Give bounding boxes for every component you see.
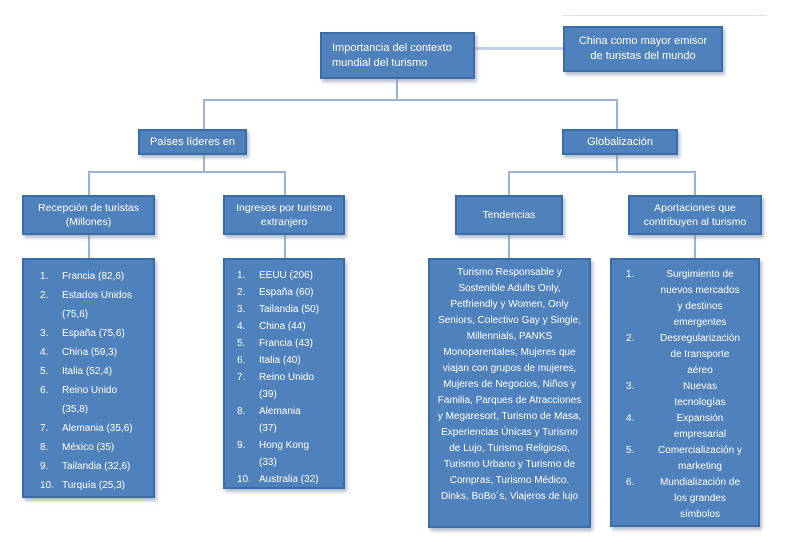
list-item: Mundialización de los grandes símbolos — [659, 477, 741, 520]
text-tendencias-content: Turismo Responsable y Sostenible Adults … — [437, 267, 582, 502]
connector-paises-horizontal — [88, 171, 286, 173]
list-ingresos-body: EEUU (206) España (60) Tailandia (50) Ch… — [237, 267, 339, 488]
connector-recepcion-to-list — [88, 235, 90, 258]
list-item: Comercialización y marketing — [658, 445, 742, 472]
list-ingresos: EEUU (206) España (60) Tailandia (50) Ch… — [223, 258, 345, 489]
list-aportaciones-body: Surgimiento de nuevos mercados y destino… — [626, 267, 752, 523]
connector-to-ingresos — [284, 171, 286, 195]
node-aportaciones-title-label: Aportaciones que contribuyen al turismo — [643, 202, 747, 228]
node-china-note: China como mayor emisor de turistas del … — [563, 26, 723, 72]
node-ingresos-title: Ingresos por turismo extranjero — [223, 195, 345, 235]
connector-to-paises — [203, 99, 205, 129]
list-item: Francia (43) — [259, 338, 313, 349]
node-paises-lideres-label: Países líderes en — [150, 135, 235, 148]
list-item: Hong Kong (33) — [259, 440, 310, 468]
list-item: Turquía (25,3) — [62, 480, 125, 491]
list-recepcion: Francia (82,6) Estados Unidos (75,6) Esp… — [22, 258, 155, 498]
node-recepcion-title-label: Recepción de turistas (Millones) — [38, 202, 139, 228]
connector-paises-down — [203, 155, 205, 173]
connector-tendencias-to-text — [508, 235, 510, 258]
list-item: Alemania (37) — [259, 406, 301, 434]
connector-globalizacion-horizontal — [508, 171, 696, 173]
list-item: Surgimiento de nuevos mercados y destino… — [660, 269, 740, 328]
list-item: México (35) — [62, 442, 115, 453]
node-root-label: Importancia del contexto mundial del tur… — [332, 41, 452, 69]
list-item: China (44) — [259, 321, 306, 332]
node-tendencias-title: Tendencias — [455, 195, 563, 235]
connector-globalizacion-down — [616, 155, 618, 173]
connector-to-recepcion — [88, 171, 90, 195]
connector-to-tendencias — [508, 171, 510, 195]
list-item: Italia (40) — [259, 355, 301, 366]
connector-faint-top — [563, 15, 767, 16]
connector-to-aportaciones — [694, 171, 696, 195]
list-item: Nuevas tecnologías — [674, 381, 726, 408]
list-item: Reino Unido (39) — [259, 372, 315, 400]
list-item: Italia (52,4) — [62, 366, 113, 377]
list-item: Desregularización de transporte aéreo — [659, 333, 741, 376]
list-item: Estados Unidos (75,6) — [62, 290, 133, 320]
list-item: Tailandia (32,6) — [62, 461, 131, 472]
node-paises-lideres: Países líderes en — [138, 129, 247, 155]
node-globalizacion: Globalización — [562, 129, 678, 155]
node-recepcion-title: Recepción de turistas (Millones) — [22, 195, 155, 235]
connector-root-to-china — [475, 47, 563, 50]
list-aportaciones: Surgimiento de nuevos mercados y destino… — [610, 258, 760, 527]
node-tendencias-title-label: Tendencias — [482, 209, 536, 221]
connector-aportaciones-to-list — [694, 235, 696, 258]
list-item: Australia (32) — [259, 474, 319, 485]
list-item: Reino Unido (35,8) — [62, 385, 118, 415]
connector-root-down — [396, 79, 398, 101]
node-china-note-label: China como mayor emisor de turistas del … — [578, 35, 708, 62]
connector-ingresos-to-list — [284, 235, 286, 258]
list-item: Francia (82,6) — [62, 271, 125, 282]
node-ingresos-title-label: Ingresos por turismo extranjero — [236, 202, 332, 228]
list-item: EEUU (206) — [259, 270, 313, 281]
list-item: China (59,3) — [62, 347, 118, 358]
connector-level1-horizontal — [203, 99, 618, 101]
list-item: Tailandia (50) — [259, 304, 320, 315]
node-aportaciones-title: Aportaciones que contribuyen al turismo — [628, 195, 762, 235]
list-recepcion-body: Francia (82,6) Estados Unidos (75,6) Esp… — [40, 267, 149, 495]
node-globalizacion-label: Globalización — [586, 135, 654, 148]
node-root: Importancia del contexto mundial del tur… — [320, 32, 475, 79]
text-tendencias: Turismo Responsable y Sostenible Adults … — [428, 258, 591, 528]
list-item: España (75,6) — [62, 328, 125, 339]
list-item: Expansión empresarial — [673, 413, 727, 440]
connector-to-globalizacion — [616, 99, 618, 129]
list-item: España (60) — [259, 287, 314, 298]
list-item: Alemania (35,6) — [62, 423, 133, 434]
